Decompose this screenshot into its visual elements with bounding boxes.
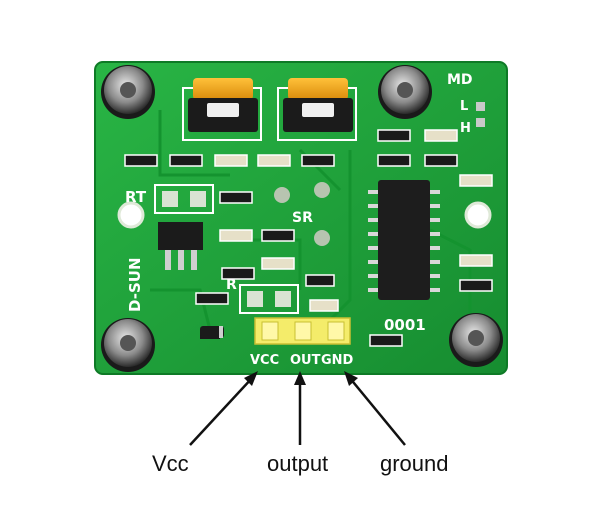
md-pad-l: [476, 102, 485, 111]
pin-vcc-label: VCC: [250, 353, 279, 368]
vcc-callout-label: Vcc: [152, 451, 189, 476]
pin-header: [254, 317, 351, 345]
sr-component: [274, 187, 290, 203]
diode: [200, 326, 224, 338]
pin-out-label: OUT: [290, 353, 321, 368]
pin-gnd-label: GND: [321, 353, 354, 368]
ground-arrow-head: [344, 371, 358, 386]
callout-arrows: [189, 371, 406, 446]
capacitor-bottom-right: [449, 313, 503, 367]
l-label: L: [460, 99, 468, 114]
ic-chip: [368, 180, 440, 300]
md-pad-h: [476, 118, 485, 127]
voltage-regulator: [158, 222, 203, 270]
r-label: R: [226, 277, 237, 293]
rt-pads: [154, 184, 214, 214]
smd-components: [124, 129, 493, 347]
md-label: MD: [447, 72, 473, 88]
sr-component: [314, 182, 330, 198]
capacitor-top-right: [378, 65, 432, 119]
r-pads: [239, 284, 299, 314]
pcb-traces: [150, 110, 472, 331]
potentiometer-right: [277, 78, 357, 141]
output-callout-label: output: [267, 451, 329, 476]
sr-component: [314, 230, 330, 246]
rt-label: RT: [125, 188, 147, 206]
vcc-arrow-head: [244, 371, 258, 386]
mounting-hole: [464, 201, 492, 229]
mounting-hole: [117, 201, 145, 229]
capacitor-top-left: [101, 65, 155, 119]
vcc-arrow: [189, 376, 254, 446]
output-arrow-head: [294, 371, 306, 385]
h-label: H: [460, 121, 471, 136]
brand-label: D-SUN: [126, 258, 144, 313]
serial-label: 0001: [384, 316, 426, 334]
potentiometer-left: [182, 78, 262, 141]
ground-callout-label: ground: [380, 451, 449, 476]
sr-label: SR: [292, 210, 313, 226]
capacitor-bottom-left: [101, 318, 155, 372]
ground-arrow: [348, 376, 406, 446]
